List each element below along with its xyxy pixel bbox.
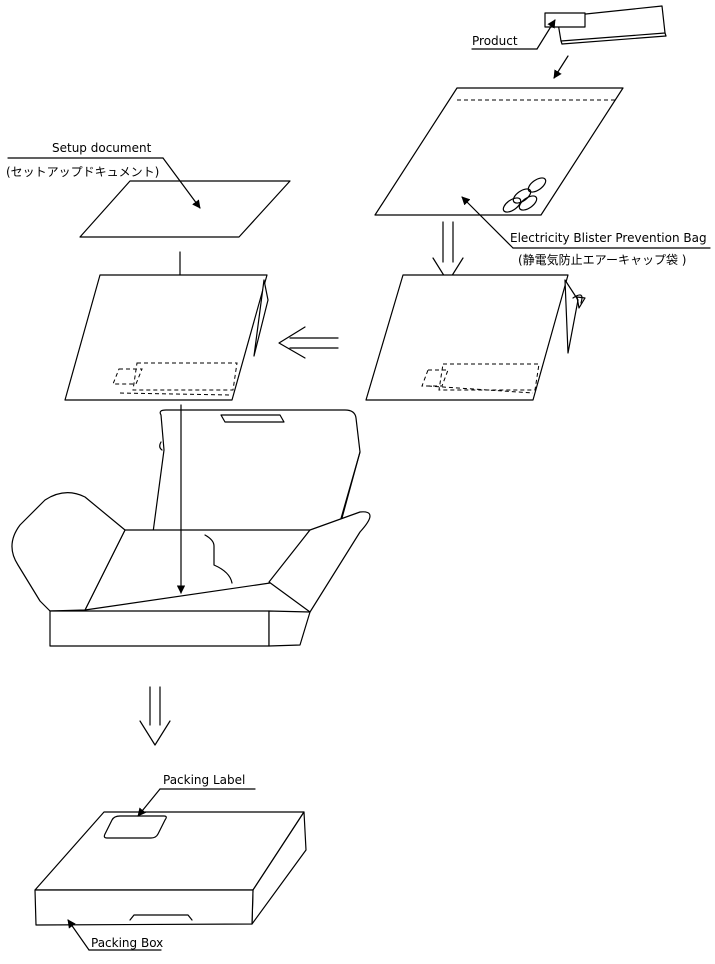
- box-down-double-arrow: [139, 686, 171, 746]
- bag-with-document: [64, 274, 269, 401]
- setup-document-label-jp: (セットアップドキュメント): [6, 165, 159, 179]
- bag-label-jp: (静電気防止エアーキャップ袋 ): [518, 252, 686, 267]
- packing-label-label: Packing Label: [163, 773, 245, 787]
- product-leader: [471, 19, 556, 50]
- packing-box-leader: [67, 919, 162, 951]
- bag-leader: [461, 196, 711, 249]
- packing-label-leader: [137, 788, 256, 817]
- product-label: Product: [472, 34, 518, 48]
- left-double-arrow: [278, 326, 339, 359]
- bag-with-product: [365, 274, 586, 401]
- bag-down-double-arrow: [432, 221, 464, 283]
- setup-document-label: Setup document: [52, 141, 152, 155]
- bubble-wrap-icon: [502, 177, 547, 213]
- antistatic-bag: [374, 87, 624, 216]
- product-to-bag-arrow: [553, 55, 569, 79]
- packing-box-label: Packing Box: [91, 936, 163, 950]
- setup-document-leader: [7, 157, 201, 209]
- bag-label: Electricity Blister Prevention Bag: [510, 231, 707, 245]
- setup-document-sheet: [79, 180, 291, 238]
- closed-packing-box: [34, 811, 307, 926]
- packing-label-sticker: [103, 815, 167, 839]
- open-box: [11, 409, 371, 647]
- product-card: [544, 5, 667, 45]
